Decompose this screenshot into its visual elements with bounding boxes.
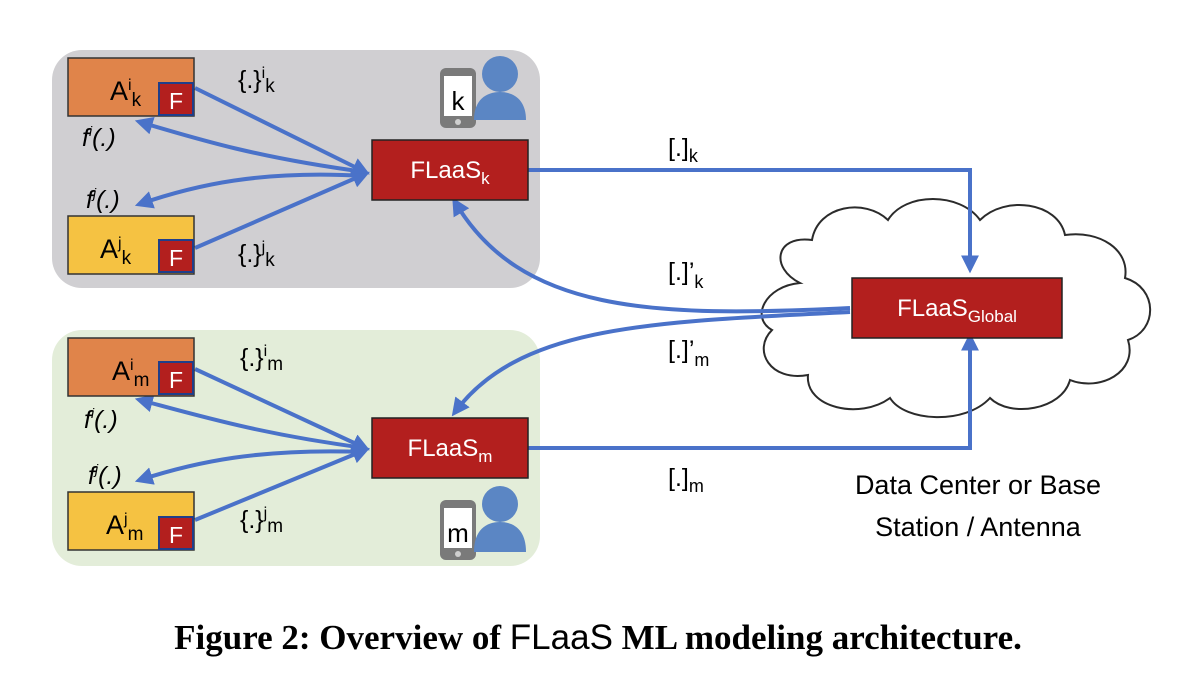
user-icon (474, 486, 526, 552)
link-up-m: [.]m (668, 464, 704, 496)
link-up-k: [.]k (668, 134, 699, 166)
f-badge (158, 82, 194, 116)
func-i-k: fi(.) (82, 123, 116, 152)
f-badge-label: F (169, 88, 183, 114)
flaas-global-box (851, 277, 1063, 339)
flaas-m-label: FLaaSm (408, 435, 493, 466)
app-i-k-label: Aik (110, 76, 142, 111)
f-badge-label: F (169, 522, 183, 548)
msg-j-m: {.}jm (240, 505, 283, 537)
flaas-global-label: FLaaSGlobal (897, 295, 1017, 326)
f-badge-label: F (169, 367, 183, 393)
flaas-m-box (371, 417, 529, 479)
architecture-diagram: Aik F Ajk F {.}ik {.}jk fi(.) fj(.) FLaa… (52, 50, 1152, 566)
arrows-device-k (134, 86, 979, 314)
msg-i-m: {.}im (240, 343, 283, 375)
func-j-k: fj(.) (86, 185, 120, 214)
datacenter-line1: Data Center or Base (855, 470, 1101, 500)
device-k-label: k (452, 86, 466, 116)
link-down-m: [.]’m (668, 336, 709, 370)
figure-caption: Figure 2: Overview of FLaaS ML modeling … (0, 618, 1196, 658)
f-badge (158, 361, 194, 395)
msg-i-k: {.}ik (238, 65, 275, 97)
app-j-k-label: Ajk (100, 234, 132, 269)
flaas-k-box (371, 139, 529, 201)
func-i-m: fi(.) (84, 405, 118, 434)
datacenter-line2: Station / Antenna (875, 512, 1082, 542)
flaas-k-label: FLaaSk (410, 157, 490, 188)
phone-icon (440, 68, 476, 128)
caption-flaas: FLaaS (509, 618, 613, 657)
app-i-m-label: Aim (112, 356, 149, 391)
f-badge (158, 239, 194, 273)
app-j-m-label: Ajm (106, 510, 143, 545)
arrows-device-m (134, 310, 979, 522)
msg-j-k: {.}jk (238, 239, 275, 271)
caption-prefix: Figure 2: Overview of (174, 618, 510, 657)
user-icon (474, 56, 526, 120)
device-m-label: m (447, 518, 469, 548)
caption-suffix: ML modeling architecture. (612, 618, 1022, 657)
phone-icon (440, 500, 476, 560)
f-badge-label: F (169, 245, 183, 271)
link-down-k: [.]’k (668, 258, 704, 292)
func-j-m: fj(.) (88, 461, 122, 490)
f-badge (158, 516, 194, 550)
